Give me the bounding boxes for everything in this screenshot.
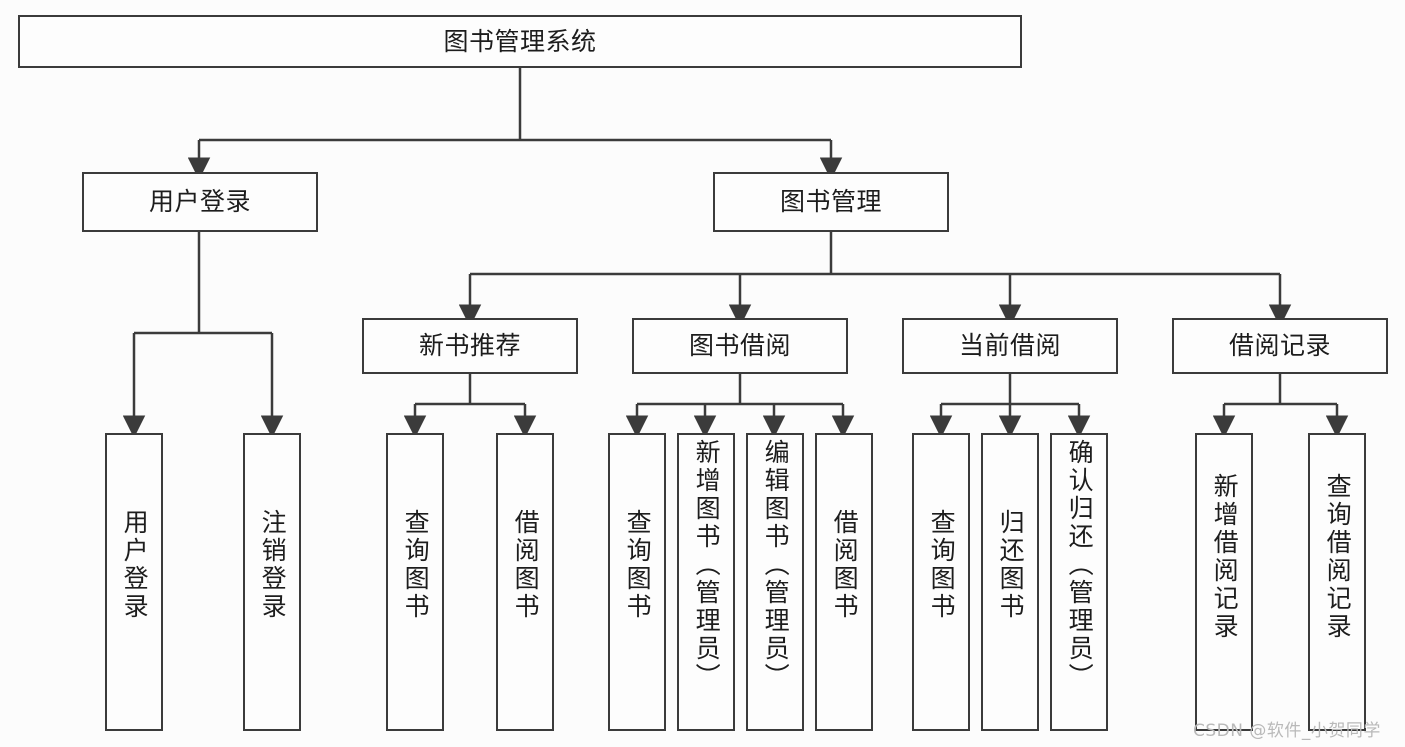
- leaf-query-book-borrow[interactable]: 查询图书: [608, 433, 666, 731]
- node-new-book-recommend[interactable]: 新书推荐: [362, 318, 578, 374]
- node-root-system[interactable]: 图书管理系统: [18, 15, 1022, 68]
- node-label: 新增图书（管理员）: [692, 439, 722, 691]
- leaf-query-book-current[interactable]: 查询图书: [912, 433, 970, 731]
- leaf-add-borrow-record[interactable]: 新增借阅记录: [1195, 433, 1253, 731]
- node-label: 图书管理系统: [443, 26, 597, 56]
- node-label: 归还图书: [996, 509, 1026, 621]
- node-label: 查询图书: [623, 509, 653, 621]
- node-label: 借阅图书: [511, 509, 541, 621]
- node-label: 借阅图书: [830, 509, 860, 621]
- leaf-edit-book-admin[interactable]: 编辑图书（管理员）: [746, 433, 804, 731]
- node-label: 编辑图书（管理员）: [761, 439, 791, 691]
- csdn-watermark: CSDN @软件_小贺同学: [1193, 721, 1381, 741]
- leaf-query-borrow-record[interactable]: 查询借阅记录: [1308, 433, 1366, 731]
- leaf-add-book-admin[interactable]: 新增图书（管理员）: [677, 433, 735, 731]
- node-label: 确认归还（管理员）: [1065, 439, 1095, 691]
- node-user-login[interactable]: 用户登录: [82, 172, 318, 232]
- node-label: 图书借阅: [688, 331, 791, 361]
- node-label: 注销登录: [258, 509, 288, 621]
- node-label: 用户登录: [120, 509, 150, 621]
- leaf-user-login[interactable]: 用户登录: [105, 433, 163, 731]
- leaf-confirm-return-admin[interactable]: 确认归还（管理员）: [1050, 433, 1108, 731]
- node-label: 查询图书: [401, 509, 431, 621]
- node-label: 当前借阅: [958, 331, 1061, 361]
- node-book-management[interactable]: 图书管理: [713, 172, 949, 232]
- node-label: 借阅记录: [1228, 331, 1331, 361]
- leaf-logout[interactable]: 注销登录: [243, 433, 301, 731]
- node-label: 图书管理: [779, 187, 882, 217]
- leaf-borrow-book[interactable]: 借阅图书: [815, 433, 873, 731]
- node-label: 查询借阅记录: [1323, 473, 1353, 641]
- node-borrow-record[interactable]: 借阅记录: [1172, 318, 1388, 374]
- leaf-query-book-recommend[interactable]: 查询图书: [386, 433, 444, 731]
- leaf-borrow-book-recommend[interactable]: 借阅图书: [496, 433, 554, 731]
- leaf-return-book[interactable]: 归还图书: [981, 433, 1039, 731]
- node-current-borrow[interactable]: 当前借阅: [902, 318, 1118, 374]
- node-label: 查询图书: [927, 509, 957, 621]
- node-label: 新书推荐: [418, 331, 521, 361]
- node-book-borrow[interactable]: 图书借阅: [632, 318, 848, 374]
- node-label: 用户登录: [148, 187, 251, 217]
- node-label: 新增借阅记录: [1210, 473, 1240, 641]
